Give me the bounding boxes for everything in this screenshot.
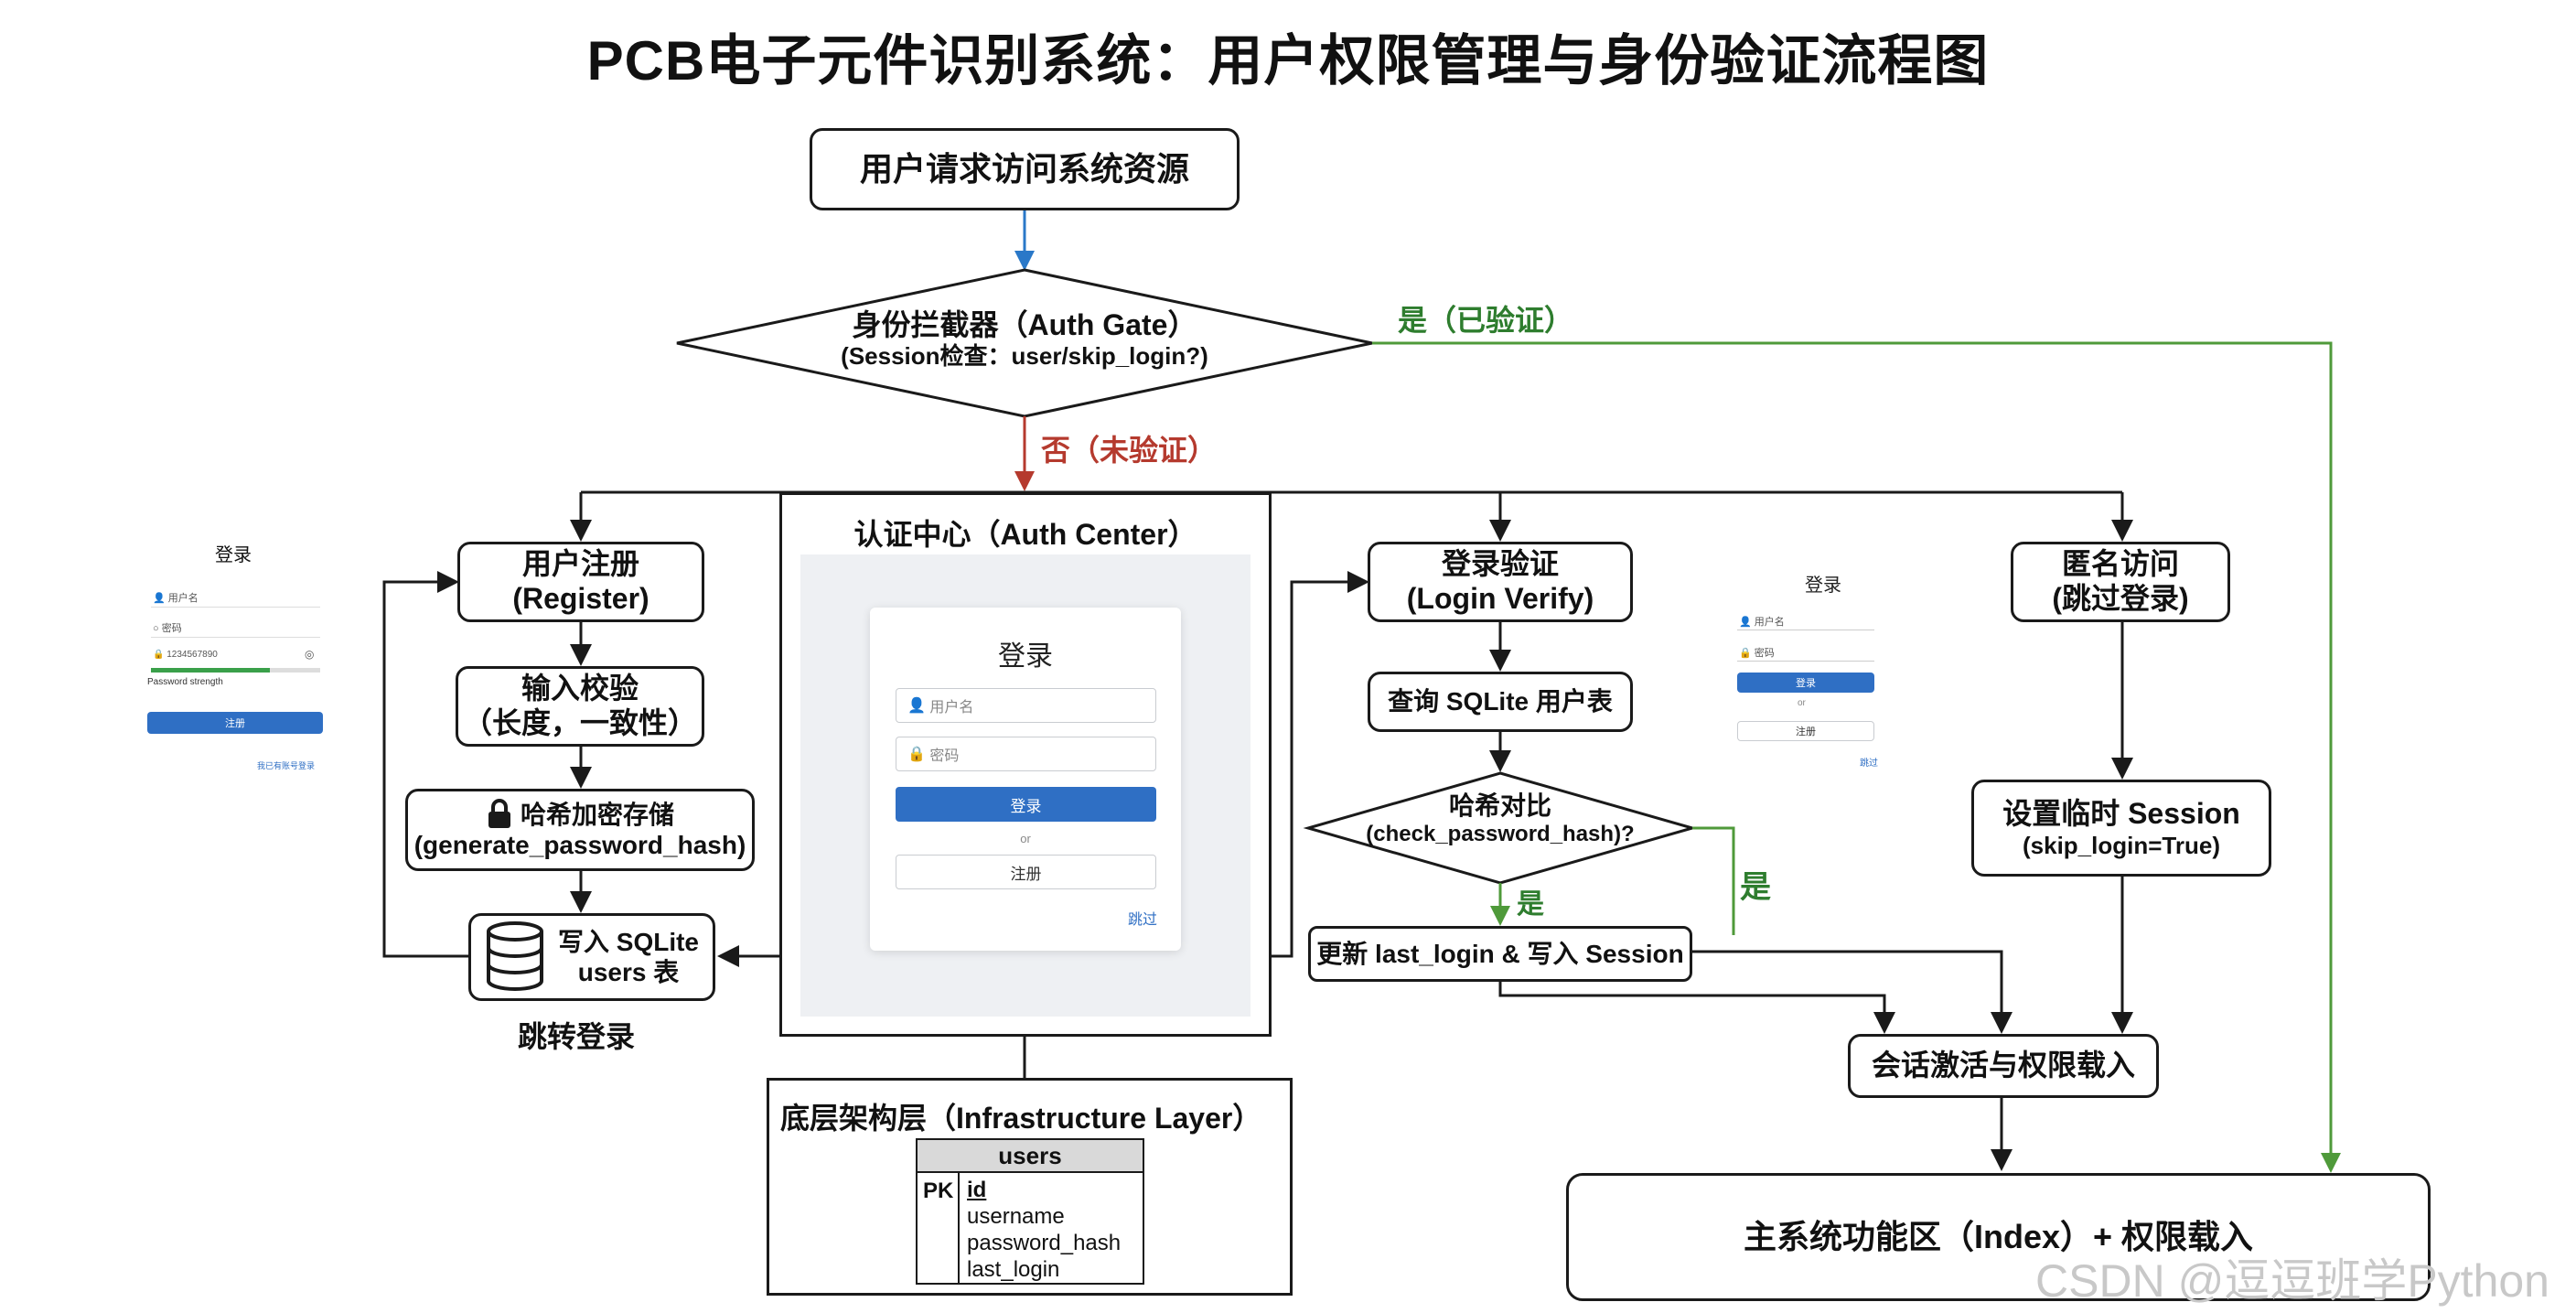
start-node-label: 用户请求访问系统资源 [859, 149, 1189, 188]
register-line2: (Register) [512, 582, 649, 615]
hash-compare-label: 哈希对比 (check_password_hash)? [1331, 791, 1669, 847]
mock-register-user: 👤 用户名 [153, 593, 199, 604]
users-field-username: username [967, 1204, 1065, 1229]
auth-center-title: 认证中心（Auth Center） [853, 518, 1197, 551]
mock-login-skip[interactable]: 跳过 [1860, 759, 1878, 769]
login-verify-line2: (Login Verify) [1406, 582, 1594, 615]
strength-bar [151, 668, 320, 673]
mock-login-or: or [1798, 698, 1806, 708]
label-compare-yes: 是 [1517, 889, 1544, 920]
mock-login-title: 登录 [1805, 576, 1841, 596]
center-login-button[interactable]: 登录 [896, 787, 1156, 822]
temp-session-line2: (skip_login=True) [2023, 831, 2220, 859]
main-area-label: 主系统功能区（Index）+ 权限载入 [1743, 1217, 2254, 1255]
session-activate-node: 会话激活与权限载入 [1848, 1034, 2159, 1098]
hash-compare-line1: 哈希对比 [1448, 791, 1551, 820]
center-title: 登录 [998, 641, 1053, 672]
temp-session-node: 设置临时 Session (skip_login=True) [1971, 780, 2271, 877]
write-db-line1: 写入 SQLite [557, 927, 699, 956]
temp-session-line1: 设置临时 Session [2002, 796, 2240, 830]
users-field-id: id [967, 1178, 987, 1202]
mock-register-panel: 登录 👤 用户名 ○ 密码 🔒 1234567890 ◎ Password st… [142, 540, 329, 773]
validate-line2: （长度，一致性） [462, 706, 697, 739]
center-password-input[interactable]: 🔒 密码 [896, 737, 1156, 771]
center-register-button[interactable]: 注册 [896, 855, 1156, 889]
register-node: 用户注册 (Register) [457, 542, 704, 622]
mock-register-title: 登录 [215, 545, 252, 565]
lock-icon: 🔒 [153, 650, 167, 660]
mock-login-register[interactable]: 注册 [1737, 721, 1874, 741]
auth-gate-line1: 身份拦截器（Auth Gate） [852, 308, 1197, 341]
users-field-last-login: last_login [967, 1257, 1060, 1282]
user-icon: 👤 [1739, 617, 1755, 628]
strength-label: Password strength [147, 677, 223, 687]
hash-store-line2: (generate_password_hash) [413, 831, 746, 860]
users-field-password-hash: password_hash [967, 1231, 1122, 1255]
page-title: PCB电子元件识别系统：用户权限管理与身份验证流程图 [586, 30, 1990, 91]
arrow-gate-yes [1372, 341, 2341, 1173]
mock-register-link[interactable]: 我已有账号登录 [257, 761, 316, 770]
hash-compare-line2: (check_password_hash)? [1366, 821, 1635, 846]
user-icon: 👤 [153, 593, 168, 604]
write-db-line2: users 表 [577, 958, 680, 986]
user-icon: 👤 [907, 698, 930, 714]
login-verify-line1: 登录验证 [1441, 547, 1559, 581]
session-activate-label: 会话激活与权限载入 [1871, 1049, 2135, 1082]
infra-layer-title: 底层架构层（Infrastructure Layer） [780, 1102, 1262, 1135]
validate-line1: 输入校验 [521, 672, 639, 705]
database-icon [486, 921, 543, 991]
label-no-unverified: 否（未验证） [1041, 434, 1218, 467]
key-icon: 🔒 [1739, 648, 1755, 659]
validate-node: 输入校验 （长度，一致性） [456, 666, 704, 747]
register-line1: 用户注册 [521, 547, 639, 581]
mock-register-pwd-value: 🔒 1234567890 [153, 650, 218, 660]
arrow-update-to-activate [1498, 982, 1895, 1034]
center-username-input[interactable]: 👤 用户名 [896, 688, 1156, 723]
arrow-db-loop-register [382, 571, 471, 958]
mock-login-button[interactable]: 登录 [1737, 673, 1874, 693]
main-area-node: 主系统功能区（Index）+ 权限载入 [1566, 1173, 2431, 1301]
mock-login-pwd: 🔒 密码 [1739, 648, 1775, 659]
start-node: 用户请求访问系统资源 [810, 128, 1240, 210]
mock-login-user: 👤 用户名 [1739, 617, 1785, 628]
update-session-node: 更新 last_login & 写入 Session [1308, 926, 1692, 982]
infra-layer-container: 底层架构层（Infrastructure Layer） users PK id … [767, 1078, 1293, 1296]
auth-gate-label: 身份拦截器（Auth Gate） (Session检查：user/skip_lo… [787, 307, 1262, 371]
anon-node: 匿名访问 (跳过登录) [2011, 542, 2230, 622]
key-icon: ○ [153, 623, 162, 634]
anon-line2: (跳过登录) [2052, 582, 2189, 615]
arrow-update-to-activate-2 [1692, 950, 2012, 1034]
query-users-node: 查询 SQLite 用户表 [1368, 672, 1633, 732]
anon-line1: 匿名访问 [2061, 547, 2179, 581]
update-session-label: 更新 last_login & 写入 Session [1316, 939, 1684, 968]
label-compare-side-yes: 是 [1740, 870, 1771, 905]
redirect-login-label: 跳转登录 [518, 1020, 636, 1053]
users-table: users PK id username password_hash last_… [916, 1138, 1144, 1285]
arrow-compare-side [1692, 826, 1735, 935]
mock-login-panel: 登录 👤 用户名 🔒 密码 登录 or 注册 跳过 [1679, 517, 1880, 782]
users-table-name: users [918, 1140, 1143, 1173]
mock-register-pwd: ○ 密码 [153, 623, 182, 634]
mock-register-button[interactable]: 注册 [147, 712, 323, 734]
auth-gate-line2: (Session检查：user/skip_login?) [841, 342, 1208, 371]
key-icon: 🔒 [907, 747, 930, 762]
auth-center-card: 登录 👤 用户名 🔒 密码 登录 or 注册 跳过 [870, 608, 1181, 951]
center-or: or [1020, 832, 1031, 845]
hash-store-line1: 哈希加密存储 [520, 800, 674, 829]
center-skip-link[interactable]: 跳过 [1128, 912, 1158, 928]
hash-store-node: 哈希加密存储 (generate_password_hash) [405, 789, 755, 871]
eye-icon: ◎ [305, 648, 315, 661]
lock-icon [488, 799, 510, 829]
login-verify-node: 登录验证 (Login Verify) [1368, 542, 1633, 622]
watermark: CSDN @逗逗班学Python [2035, 1255, 2549, 1307]
users-table-pk: PK [923, 1178, 954, 1203]
label-yes-verified: 是（已验证） [1398, 304, 1574, 337]
query-users-label: 查询 SQLite 用户表 [1388, 687, 1613, 716]
auth-center-screen: 登录 👤 用户名 🔒 密码 登录 or 注册 跳过 [800, 554, 1250, 1017]
arrow-center-to-login [1272, 571, 1369, 958]
write-db-node: 写入 SQLite users 表 [468, 913, 715, 1001]
auth-center-container: 认证中心（Auth Center） 登录 👤 用户名 🔒 密码 登录 or 注册… [779, 492, 1272, 1037]
